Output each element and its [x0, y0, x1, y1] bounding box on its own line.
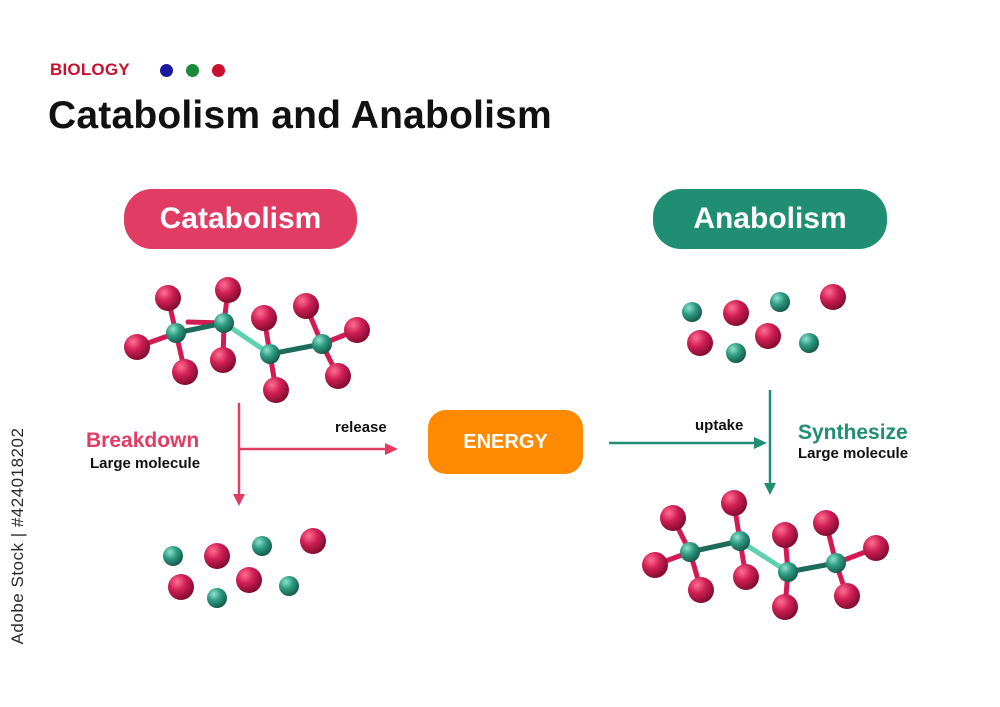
page-title: Catabolism and Anabolism	[48, 94, 552, 137]
category-dot-red	[212, 64, 225, 77]
large-molecule-anabolism	[642, 490, 889, 620]
energy-box: ENERGY	[428, 410, 583, 474]
breakdown-label: Breakdown	[86, 429, 200, 452]
catabolism-title-pill: Catabolism	[124, 189, 357, 249]
synthesize-label: Synthesize	[798, 421, 908, 444]
small-molecules-anabolism	[682, 284, 846, 363]
category-dot-blue	[160, 64, 173, 77]
stock-watermark-id: Adobe Stock | #424018202	[8, 427, 27, 645]
category-label: BIOLOGY	[50, 60, 130, 79]
release-label: release	[335, 419, 387, 436]
anabolism-title-pill: Anabolism	[653, 189, 887, 249]
large-molecule-catabolism	[124, 277, 370, 403]
uptake-label: uptake	[695, 417, 744, 434]
catabolism-arrows	[233, 403, 398, 506]
breakdown-sublabel: Large molecule	[90, 455, 201, 472]
small-molecules-catabolism	[163, 528, 326, 608]
anabolism-arrows	[609, 390, 776, 495]
synthesize-sublabel: Large molecule	[798, 445, 909, 462]
category-dot-green	[186, 64, 199, 77]
